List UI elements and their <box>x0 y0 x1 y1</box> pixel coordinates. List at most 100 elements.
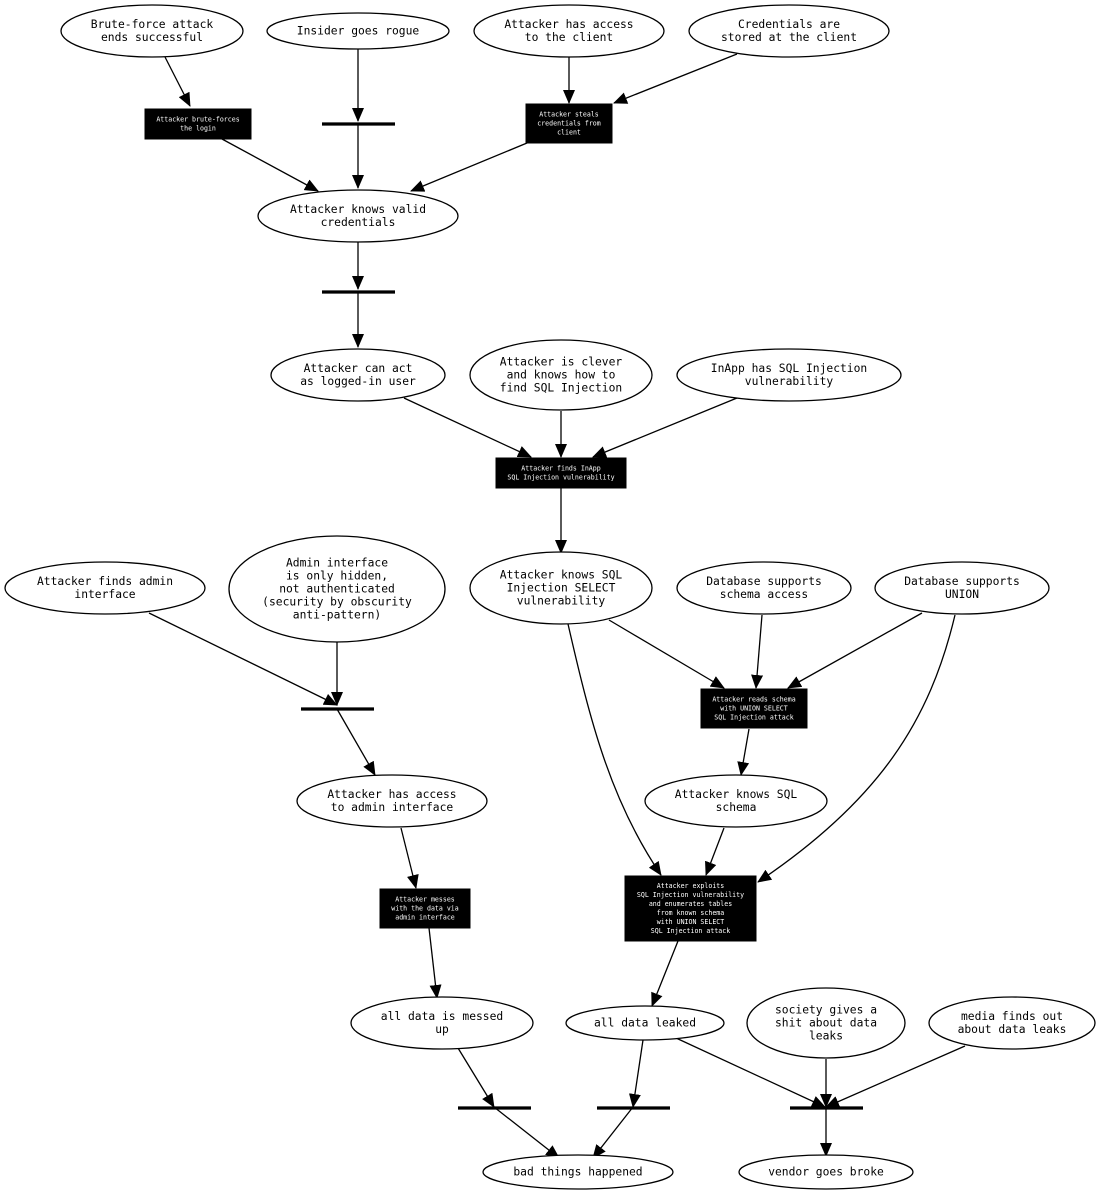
node-label-line: InApp has SQL Injection <box>711 362 867 375</box>
node-label-line: up <box>435 1023 449 1036</box>
node-label-line: Attacker knows SQL <box>500 569 623 582</box>
edge <box>608 619 725 689</box>
node-label-line: Database supports <box>706 575 822 588</box>
edge <box>400 827 419 889</box>
node-label-line: credentials from <box>537 120 601 128</box>
node-label-line: Database supports <box>904 575 1020 588</box>
node-label-line: admin interface <box>395 914 455 922</box>
edge <box>651 940 679 1007</box>
node-label-line: Attacker messes <box>395 896 455 904</box>
node-label-line: to admin interface <box>331 801 454 814</box>
edge <box>336 708 376 776</box>
state-node-shape <box>350 996 534 1050</box>
node-label-line: schema access <box>720 588 808 601</box>
edge <box>592 1106 634 1159</box>
edge <box>592 397 738 458</box>
node-label-line: with UNION SELECT <box>720 705 788 713</box>
edges <box>148 49 966 1159</box>
node-label-line: Attacker knows SQL <box>675 788 798 801</box>
node-label-line: Attacker steals <box>539 111 599 119</box>
node-label-line: media finds out <box>961 1010 1063 1023</box>
edge <box>751 614 764 689</box>
node-label-line: and enumerates tables <box>649 900 732 908</box>
edge <box>825 1045 966 1108</box>
edge <box>757 614 956 883</box>
edge <box>410 142 528 192</box>
node-label-line: SQL Injection attack <box>651 927 730 935</box>
node-label-line: ends successful <box>101 31 203 44</box>
state-node-shape <box>228 535 446 643</box>
state-node-shape <box>266 12 450 50</box>
state-node-shape <box>257 189 459 243</box>
node-label-line: SQL Injection attack <box>714 714 793 722</box>
node-label-line: credentials <box>321 216 396 229</box>
action-box-shape <box>624 875 757 942</box>
node-label-line: schema <box>716 801 757 814</box>
state-node-shape <box>296 774 488 828</box>
edge <box>737 728 750 776</box>
edge <box>567 623 662 876</box>
state-node-shape <box>60 4 244 58</box>
action-box-shape <box>525 103 613 144</box>
node-label-line: the login <box>180 125 216 133</box>
node-label-line: Attacker exploits <box>657 882 725 890</box>
action-box-shape <box>700 688 808 729</box>
node-label-line: Admin interface <box>286 557 388 570</box>
state-node-shape <box>270 348 446 402</box>
node-label-line: as logged-in user <box>300 375 416 388</box>
edge <box>457 1047 495 1108</box>
state-node-shape <box>676 348 902 402</box>
node-label-line: Attacker finds admin <box>37 575 173 588</box>
state-node-shape <box>482 1154 674 1190</box>
node-label-line: Brute-force attack <box>91 18 214 31</box>
edge <box>164 56 191 107</box>
node-label-line: Attacker has access <box>504 18 633 31</box>
state-node-vendor-broke: vendor goes broke <box>738 1154 914 1190</box>
action-box-shape <box>144 108 252 140</box>
state-node-shape <box>874 561 1050 615</box>
action-box-shape <box>379 888 471 929</box>
node-label-line: SQL Injection vulnerability <box>507 474 614 482</box>
node-label-line: from known schema <box>657 909 725 917</box>
edge <box>628 1039 644 1108</box>
node-label-line: vulnerability <box>517 595 606 608</box>
state-node-shape <box>469 551 653 625</box>
node-label-line: society gives a <box>775 1004 877 1017</box>
node-label-line: SQL Injection vulnerability <box>637 891 744 899</box>
and-junctions <box>301 122 863 1110</box>
state-node-shape <box>4 561 206 615</box>
edge <box>613 53 738 104</box>
node-label-line: Attacker knows valid <box>290 203 426 216</box>
node-label-line: Insider goes rogue <box>297 25 420 38</box>
state-node-data-leaked: all data leaked <box>565 1005 725 1041</box>
node-label-line: interface <box>74 588 135 601</box>
node-label-line: UNION <box>945 588 979 601</box>
node-label-line: about data leaks <box>958 1023 1067 1036</box>
edge <box>493 1106 560 1159</box>
state-node-shape <box>676 561 852 615</box>
state-node-bad-things: bad things happened <box>482 1154 674 1190</box>
edge <box>148 612 338 706</box>
node-label-line: vulnerability <box>745 375 834 388</box>
node-label-line: Attacker has access <box>327 788 456 801</box>
node-label-line: Attacker can act <box>304 362 413 375</box>
node-label-line: stored at the client <box>721 31 857 44</box>
node-label-line: (security by obscurity <box>262 596 412 609</box>
node-label-line: to the client <box>525 31 613 44</box>
